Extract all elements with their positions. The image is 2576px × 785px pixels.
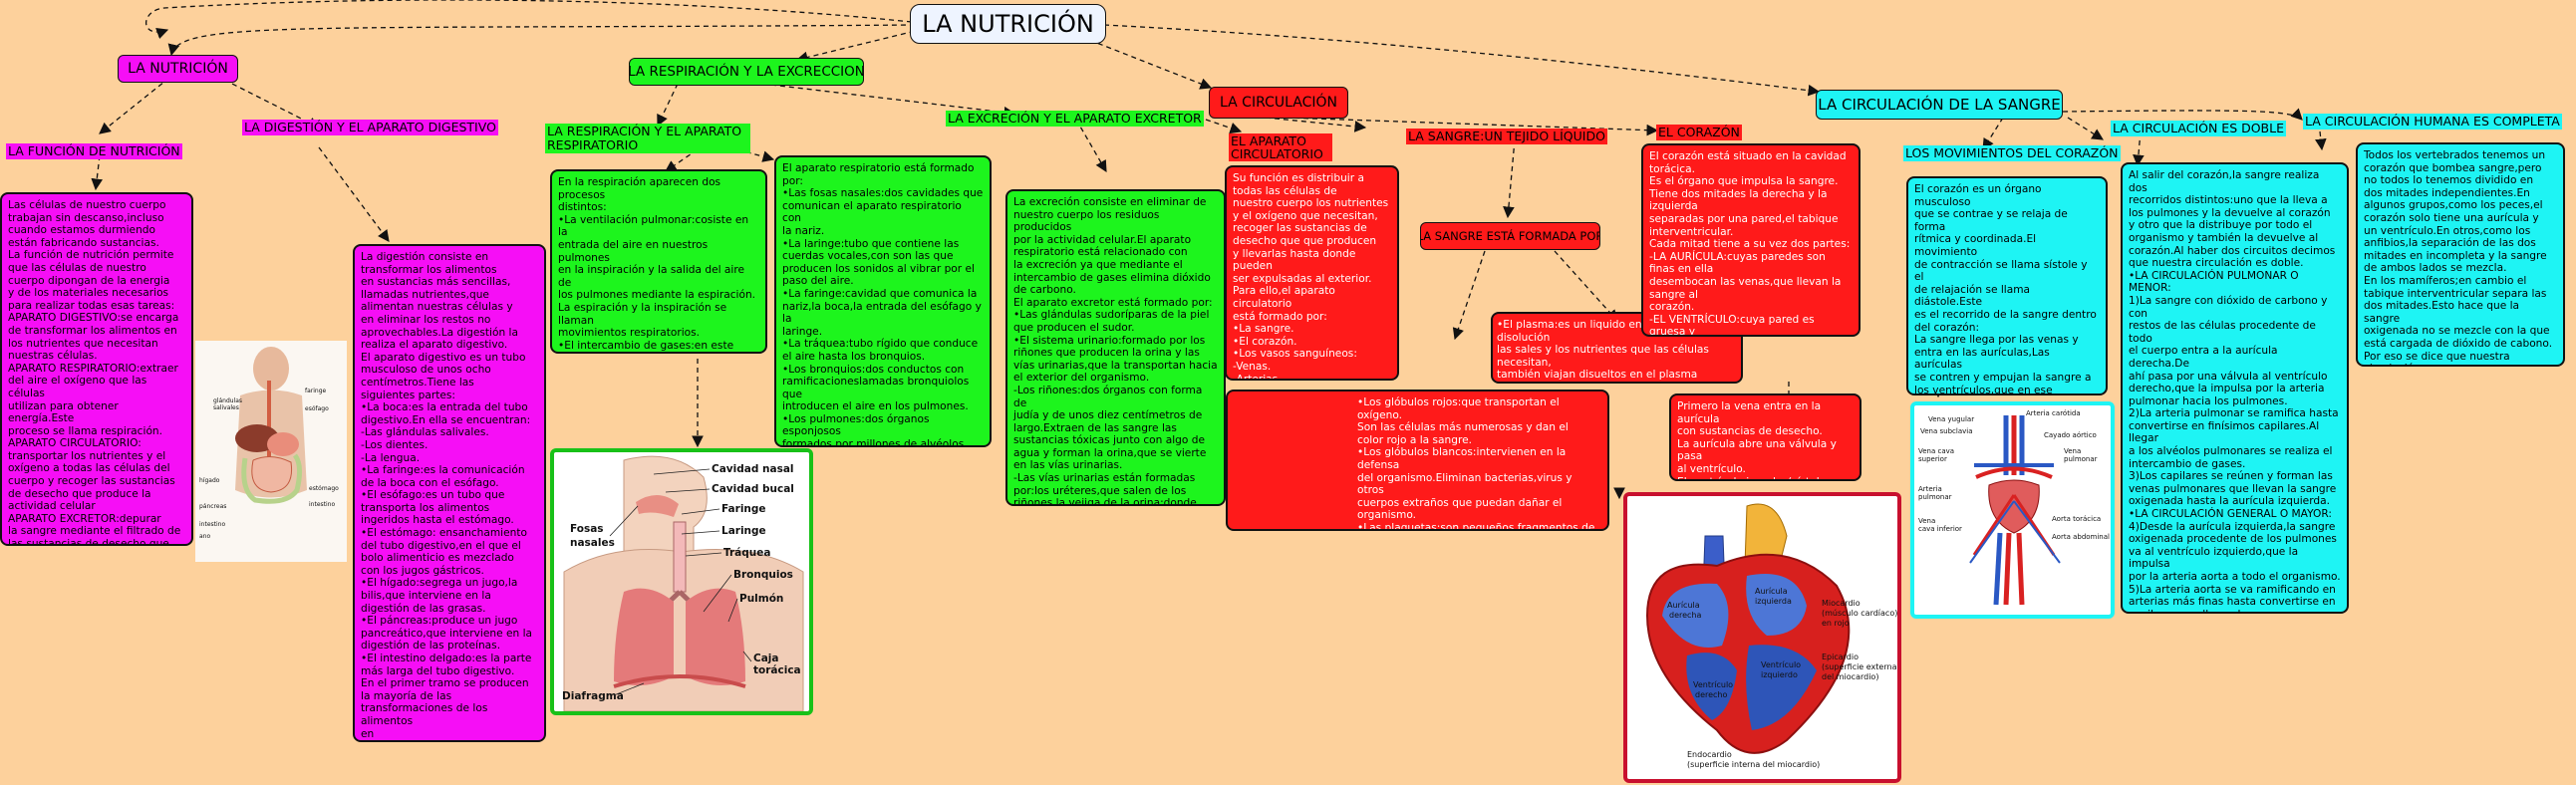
root-title-text: LA NUTRICIÓN <box>922 10 1094 38</box>
nutricion-node[interactable]: LA NUTRICIÓN <box>118 55 238 83</box>
funcionamiento-corazon-box: Primero la vena entra en la aurícula con… <box>1669 393 1861 481</box>
svg-text:superior: superior <box>1918 455 1947 463</box>
svg-text:Miocardio: Miocardio <box>1822 599 1860 608</box>
svg-text:Vena: Vena <box>2064 447 2081 455</box>
respiracion-node-text: LA RESPIRACIÓN Y LA EXCRECCION <box>629 64 864 80</box>
respiracion-node[interactable]: LA RESPIRACIÓN Y LA EXCRECCION <box>629 58 864 86</box>
sangre-formada-node[interactable]: LA SANGRE ESTÁ FORMADA POR <box>1420 222 1600 250</box>
doble-box: Al salir del corazón,la sangre realiza d… <box>2121 162 2349 614</box>
respiracion-procesos-box: En la respiración aparecen dos procesos … <box>550 169 767 354</box>
svg-text:Cayado aórtico: Cayado aórtico <box>2044 431 2097 439</box>
funcion-label[interactable]: LA FUNCIÓN DE NUTRICIÓN <box>6 143 182 159</box>
corazon-box: El corazón está situado en la cavidad to… <box>1641 143 1860 337</box>
circulacion-node[interactable]: LA CIRCULACIÓN <box>1209 87 1348 119</box>
humana-label[interactable]: LA CIRCULACIÓN HUMANA ES COMPLETA <box>2303 114 2562 130</box>
aparato-respiratorio-label[interactable]: LA RESPIRACIÓN Y EL APARATO RESPIRATORIO <box>545 124 750 153</box>
funcion-text-box: Las células de nuestro cuerpo trabajan s… <box>0 192 193 546</box>
svg-text:Diafragma: Diafragma <box>562 690 624 702</box>
svg-text:Aorta torácica: Aorta torácica <box>2052 515 2101 523</box>
sangre-formada-text: LA SANGRE ESTÁ FORMADA POR <box>1420 229 1600 243</box>
svg-text:Epicardio: Epicardio <box>1822 653 1859 661</box>
svg-text:estómago: estómago <box>309 485 339 492</box>
celulas-sangre-box: •Los glóbulos rojos:que transportan el o… <box>1226 390 1609 531</box>
svg-text:Ventrículo: Ventrículo <box>1761 660 1801 669</box>
svg-text:páncreas: páncreas <box>199 503 226 510</box>
label-glandulas: glándulas <box>213 397 242 404</box>
svg-text:izquierdo: izquierdo <box>1761 670 1798 679</box>
root-title[interactable]: LA NUTRICIÓN <box>910 4 1106 44</box>
svg-text:Endocardio: Endocardio <box>1687 750 1732 759</box>
svg-text:Cavidad bucal: Cavidad bucal <box>712 483 794 495</box>
aparato-respiratorio-box: El aparato respiratorio está formado por… <box>774 155 992 447</box>
svg-text:Faringe: Faringe <box>721 503 766 515</box>
svg-text:en rojo: en rojo <box>1822 619 1850 628</box>
svg-text:Aurícula: Aurícula <box>1667 601 1700 610</box>
svg-text:Arteria carótida: Arteria carótida <box>2026 409 2081 417</box>
svg-text:Tráquea: Tráquea <box>723 547 770 559</box>
svg-text:faringe: faringe <box>305 388 327 394</box>
aparato-circulatorio-box: Su función es distribuir a todas las cél… <box>1225 165 1399 381</box>
svg-text:torácica: torácica <box>753 664 801 676</box>
svg-text:Fosas: Fosas <box>570 523 604 535</box>
digestive-system-image: glándulas salivales faringe esófago híga… <box>195 341 347 562</box>
svg-text:Vena subclavia: Vena subclavia <box>1920 427 1973 435</box>
svg-text:intestino: intestino <box>199 521 225 528</box>
svg-text:Pulmón: Pulmón <box>739 593 783 605</box>
svg-text:Aurícula: Aurícula <box>1755 587 1788 596</box>
svg-text:(superficie externa: (superficie externa <box>1822 662 1897 671</box>
svg-text:Ventrículo: Ventrículo <box>1693 680 1733 689</box>
svg-text:Caja: Caja <box>753 653 778 664</box>
circulacion-sangre-text: LA CIRCULACIÓN DE LA SANGRE <box>1818 96 2061 114</box>
svg-text:Vena cava: Vena cava <box>1918 447 1954 455</box>
svg-text:Cavidad nasal: Cavidad nasal <box>712 463 794 475</box>
svg-text:Arteria: Arteria <box>1918 485 1942 493</box>
movimientos-label[interactable]: LOS MOVIMIENTOS DEL CORAZÓN <box>1903 145 2121 161</box>
blood-vessels-image: Vena yugular Arteria carótida Vena subcl… <box>1910 401 2115 619</box>
svg-text:izquierda: izquierda <box>1755 597 1792 606</box>
svg-text:Bronquios: Bronquios <box>733 569 793 581</box>
svg-text:hígado: hígado <box>199 477 220 484</box>
svg-text:cava inferior: cava inferior <box>1918 525 1962 533</box>
svg-text:del miocardio): del miocardio) <box>1822 672 1878 681</box>
svg-text:Aorta abdominal: Aorta abdominal <box>2052 533 2110 541</box>
nutricion-node-text: LA NUTRICIÓN <box>128 61 228 77</box>
svg-text:Vena yugular: Vena yugular <box>1928 415 1974 423</box>
digestion-text-box: La digestión consiste en transformar los… <box>353 244 546 742</box>
svg-text:Vena: Vena <box>1918 517 1935 525</box>
svg-text:pulmonar: pulmonar <box>1918 493 1952 501</box>
aparato-circulatorio-label[interactable]: EL APARATO CIRCULATORIO <box>1229 133 1332 161</box>
excrecion-label[interactable]: LA EXCRECIÓN Y EL APARATO EXCRETOR <box>946 111 1204 127</box>
respiratory-system-image: Cavidad nasal Cavidad bucal Faringe Lari… <box>550 448 813 715</box>
movimientos-box: El corazón es un órgano musculoso que se… <box>1906 176 2108 395</box>
doble-label[interactable]: LA CIRCULACIÓN ES DOBLE <box>2111 121 2286 136</box>
digestion-label[interactable]: LA DIGESTIÓN Y EL APARATO DIGESTIVO <box>242 120 498 135</box>
svg-text:esófago: esófago <box>305 405 329 412</box>
circulacion-node-text: LA CIRCULACIÓN <box>1220 95 1337 111</box>
excrecion-box: La excreción consiste en eliminar de nue… <box>1005 189 1226 506</box>
svg-text:salivales: salivales <box>213 404 239 411</box>
svg-text:Laringe: Laringe <box>721 525 766 537</box>
corazon-label[interactable]: EL CORAZÓN <box>1656 125 1742 140</box>
svg-text:derecha: derecha <box>1669 611 1702 620</box>
humana-box: Todos los vertebrados tenemos un corazón… <box>2356 142 2565 367</box>
svg-text:pulmonar: pulmonar <box>2064 455 2098 463</box>
svg-text:(superficie interna del miocar: (superficie interna del miocardio) <box>1687 760 1820 769</box>
svg-text:ano: ano <box>199 533 210 540</box>
svg-text:intestino: intestino <box>309 501 335 508</box>
svg-text:derecho: derecho <box>1695 690 1728 699</box>
sangre-tejido-label[interactable]: LA SANGRE:UN TEJIDO LÍQUIDO <box>1406 129 1607 144</box>
svg-text:(músculo cardíaco): (músculo cardíaco) <box>1822 609 1897 618</box>
svg-text:nasales: nasales <box>570 537 615 549</box>
circulacion-sangre-node[interactable]: LA CIRCULACIÓN DE LA SANGRE <box>1816 90 2063 120</box>
